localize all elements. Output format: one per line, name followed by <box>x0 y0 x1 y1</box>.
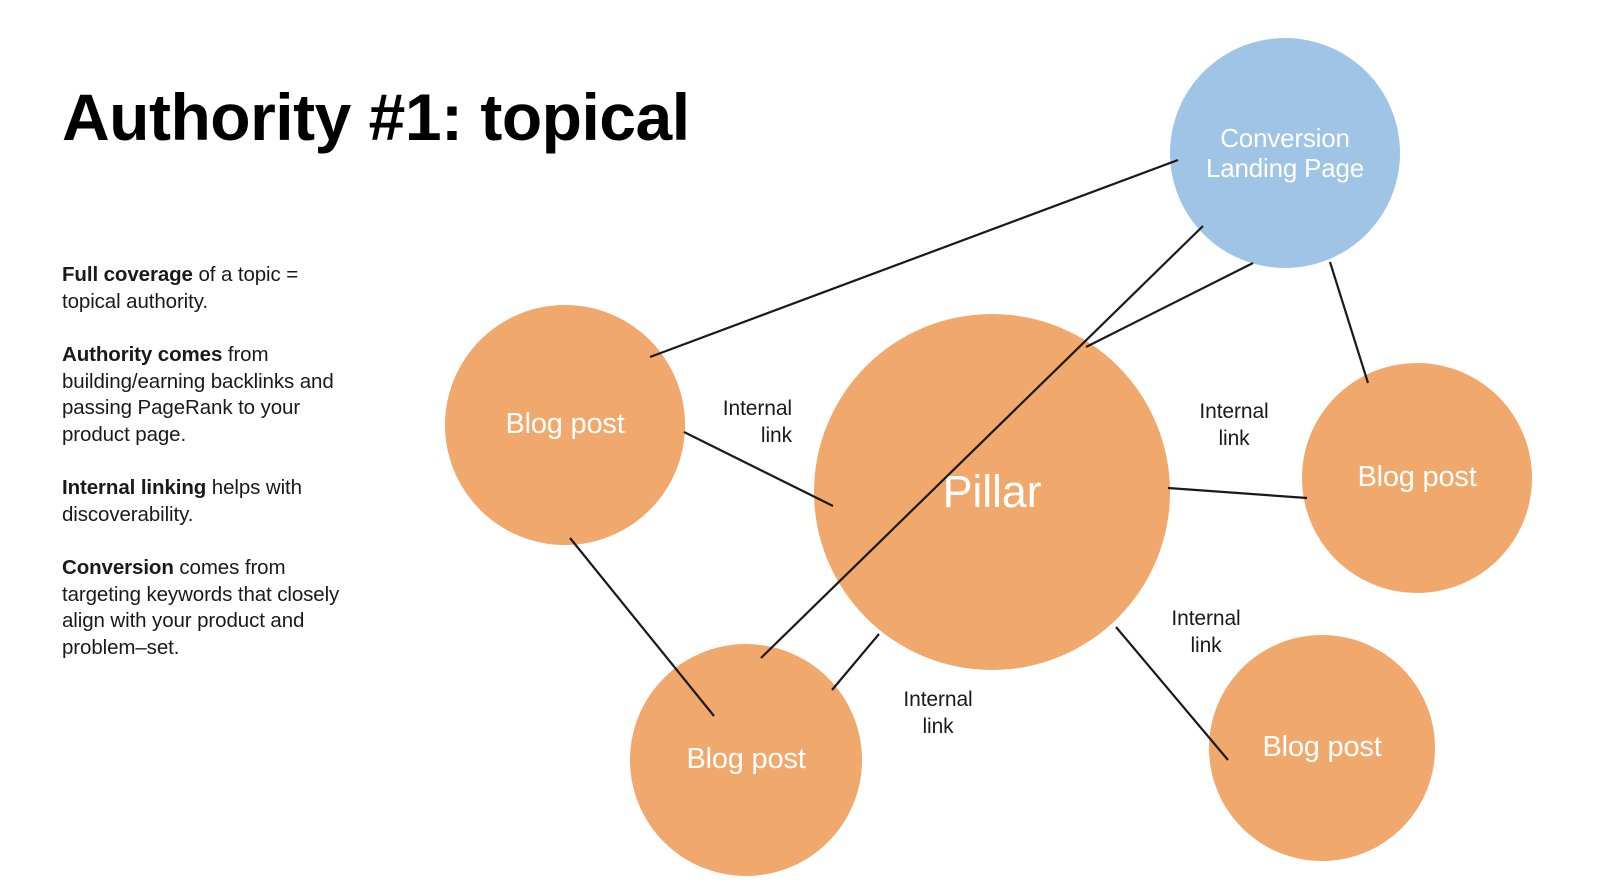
node-blog-post-bottom-right[interactable]: Blog post <box>1209 635 1435 861</box>
paragraph-full-coverage: Full coverage of a topic = topical autho… <box>62 262 362 315</box>
paragraph-lead-2: Authority comes <box>62 343 223 366</box>
node-label-blog-post-bottom-right: Blog post <box>1262 731 1382 764</box>
node-label-blog-post-left: Blog post <box>505 408 625 441</box>
paragraph-rest-4: comes from targeting keywords that close… <box>62 556 340 659</box>
edge-pillar-to-blog-bottom-right <box>1115 626 1229 761</box>
node-blog-post-right[interactable]: Blog post <box>1302 363 1532 593</box>
edge-label-internal-link-4: Internal link <box>903 688 973 738</box>
edge-blog-left-to-blog-bottom-left <box>569 537 715 717</box>
edge-landing-to-pillar <box>1085 262 1254 348</box>
node-blog-post-left[interactable]: Blog post <box>445 305 685 545</box>
paragraph-conversion: Conversion comes from targeting keywords… <box>62 555 362 661</box>
node-label-blog-post-bottom-left: Blog post <box>686 743 806 776</box>
node-label-conversion-landing-page: Conversion Landing Page <box>1205 122 1365 183</box>
paragraph-authority-comes: Authority comes from building/earning ba… <box>62 342 362 448</box>
page-title: Authority #1: topical <box>62 80 690 154</box>
node-label-pillar: Pillar <box>942 465 1042 517</box>
edge-pillar-to-blog-right <box>1167 486 1308 500</box>
edge-landing-to-blog-right <box>1328 261 1370 384</box>
paragraph-lead-1: Full coverage <box>62 263 193 286</box>
paragraph-rest-1: of a topic = topical authority. <box>62 263 299 313</box>
edge-label-internal-link-1: Internal link <box>722 397 792 447</box>
edge-landing-to-blog-bottom-left <box>760 225 1204 659</box>
node-conversion-landing-page[interactable]: Conversion Landing Page <box>1170 38 1400 268</box>
node-pillar[interactable]: Pillar <box>814 314 1170 670</box>
node-label-blog-post-right: Blog post <box>1357 461 1477 494</box>
edge-label-internal-link-2: Internal link <box>1199 400 1269 450</box>
edge-landing-to-blog-left <box>649 158 1179 359</box>
edge-pillar-to-blog-bottom-left <box>831 633 880 691</box>
paragraph-lead-4: Conversion <box>62 556 174 579</box>
node-blog-post-bottom-left[interactable]: Blog post <box>630 644 862 876</box>
body-text-column: Full coverage of a topic = topical autho… <box>62 262 362 661</box>
edge-label-internal-link-3: Internal link <box>1171 607 1241 657</box>
paragraph-lead-3: Internal linking <box>62 476 207 499</box>
paragraph-rest-2: from building/earning backlinks and pass… <box>62 343 334 446</box>
paragraph-internal-linking: Internal linking helps with discoverabil… <box>62 475 362 528</box>
edge-blog-left-to-pillar <box>683 431 834 507</box>
paragraph-rest-3: helps with discoverability. <box>62 476 302 526</box>
